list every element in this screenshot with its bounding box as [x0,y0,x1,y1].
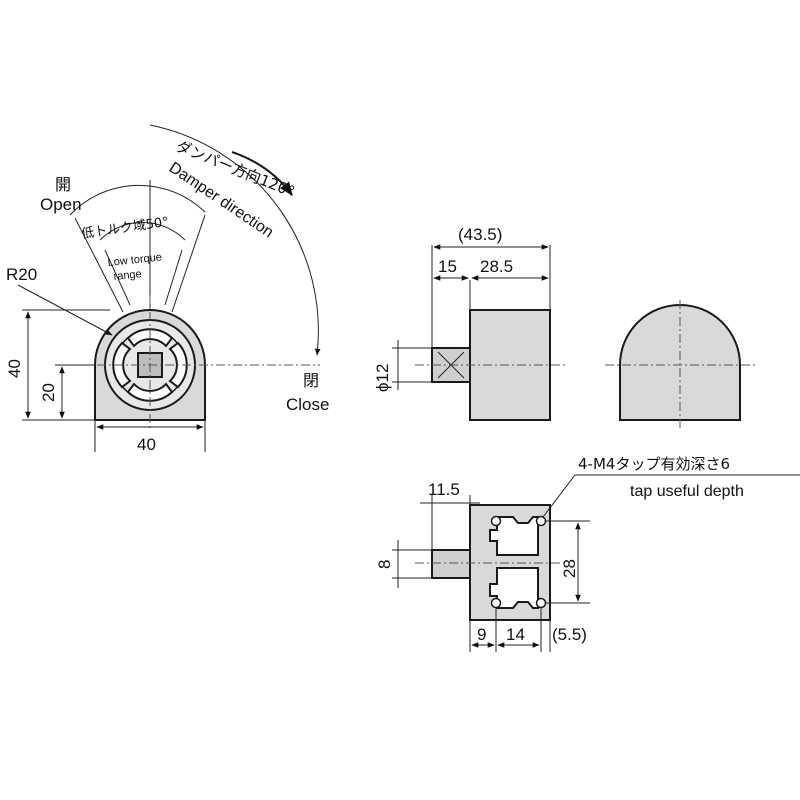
rear-body [619,304,741,421]
open-label-en: Open [40,195,82,214]
tap-note-jp: 4-M4タップ有効深さ6 [578,455,730,473]
tap-hole-1 [490,515,502,527]
close-label-jp: 閉 [303,371,319,390]
center-height-label: 20 [39,383,58,402]
open-label-jp: 開 [55,175,71,194]
low-torque-label-jp: 低トルク域50° [80,215,169,242]
bottom-view: 4-M4タップ有効深さ6 tap useful depth 11.5 8 28 … [375,455,800,652]
tap-note-en: tap useful depth [630,483,744,500]
shaft-length-label: 15 [438,257,457,276]
tap-hole-3 [490,597,502,609]
low-torque-label-en-1: Low torque [107,251,162,269]
height-label: 40 [5,359,24,378]
low-torque-label-en-2: range [113,268,142,283]
close-label-en: Close [286,395,329,414]
edge-2-label: (5.5) [552,625,587,644]
damper-label-jp: ダンパー方向120° [174,137,298,201]
low-torque-arc [69,184,206,216]
hole-pitch-h-label: 14 [506,625,525,644]
radius-label: R20 [6,265,37,284]
tap-hole-4 [535,597,547,609]
bottom-shaft-length-label: 11.5 [428,480,460,499]
tap-hole-2 [535,515,547,527]
range-left-line [104,249,131,306]
body-length-label: 28.5 [480,257,513,276]
low-torque-left-line [74,217,124,313]
low-torque-range-arc [99,221,186,241]
pocket-lower [489,567,539,609]
bottom-shaft [431,549,471,579]
pocket-upper [489,516,539,556]
edge-1-label: 9 [477,625,486,644]
width-label: 40 [137,435,156,454]
low-torque-right-line [171,214,206,313]
total-length-label: (43.5) [458,225,502,244]
range-right-line [164,249,183,306]
front-view: R20 40 20 40 開 Open 低トルク域50° Low torque … [5,124,329,454]
shaft-dia-label: ϕ12 [373,364,392,392]
tap-note-leader [542,474,576,518]
shaft-width-label: 8 [375,560,394,569]
damper-direction-arc [149,124,321,356]
hole-pitch-v-label: 28 [560,559,579,578]
damper-arrow-mark [231,151,293,197]
side-view: (43.5) 15 28.5 ϕ12 [373,225,755,430]
